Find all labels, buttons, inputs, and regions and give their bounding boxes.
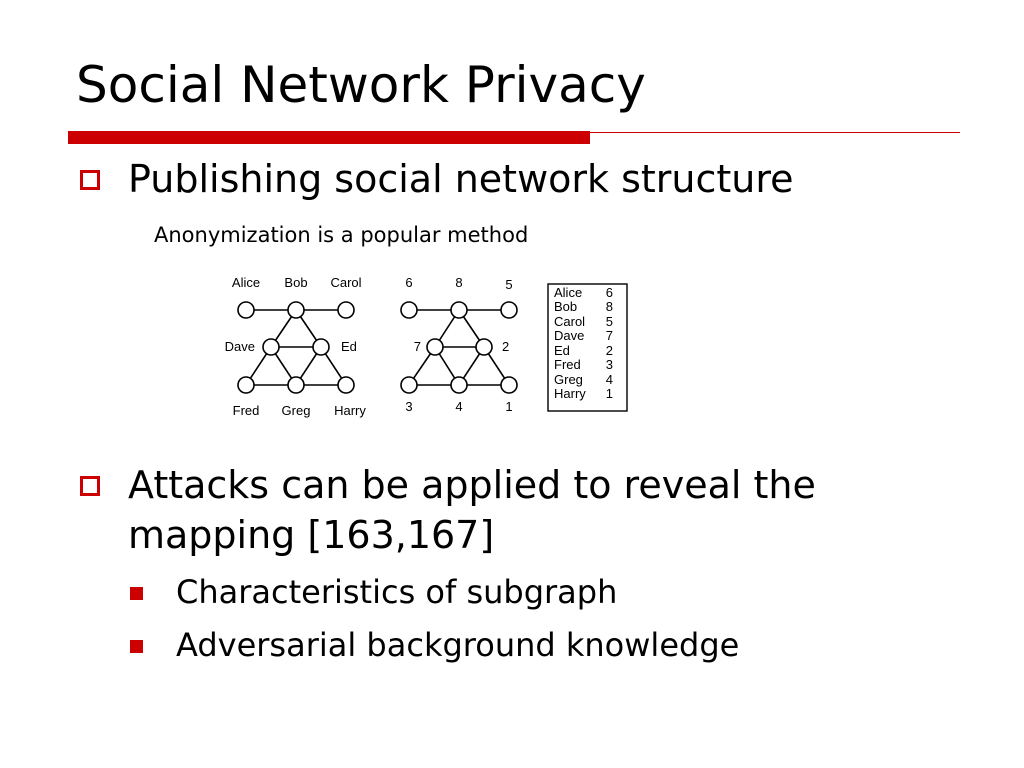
mapping-name: Harry [554,386,586,401]
anonymization-figure: Alice Bob Carol Dave Ed Fred Greg Harry … [225,275,628,418]
node-label: Carol [330,275,361,290]
graph-node [337,301,355,319]
graph-node [312,338,330,356]
graph-node [450,376,468,394]
mapping-name: Alice [554,285,582,300]
node-label: Fred [233,403,260,418]
title-underline-thick [68,131,590,144]
slide-title: Social Network Privacy [76,56,646,114]
graph-node [426,338,444,356]
graph-node [400,376,418,394]
anonymized-graph-labels: 6 8 5 7 2 3 4 1 [405,275,512,414]
mapping-name: Dave [554,328,584,343]
graph-node [262,338,280,356]
mapping-name: Bob [554,299,577,314]
graph-node [500,376,518,394]
node-label: 4 [455,399,462,414]
node-label: 7 [414,339,421,354]
mapping-id: 5 [606,314,613,329]
node-label: 5 [505,277,512,292]
subbullet-text: Adversarial background knowledge [176,626,740,664]
mapping-table: Alice 6 Bob 8 Carol 5 Dave 7 Ed 2 Fred 3… [554,285,613,401]
subbullet-text: Characteristics of subgraph [176,573,618,611]
mapping-id: 6 [606,285,613,300]
node-label: 8 [455,275,462,290]
anonymized-graph-edges [408,309,510,386]
mapping-name: Carol [554,314,585,329]
mapping-id: 3 [606,357,613,372]
graph-node [475,338,493,356]
node-label: 3 [405,399,412,414]
filled-square-bullet-icon [130,640,143,653]
subbullet-characteristics: Characteristics of subgraph [130,572,617,612]
bullet-text: Attacks can be applied to reveal the map… [128,463,816,557]
node-label: 1 [505,399,512,414]
filled-square-bullet-icon [130,587,143,600]
hollow-square-bullet-icon [80,476,100,496]
graph-node [287,376,305,394]
hollow-square-bullet-icon [80,170,100,190]
graph-node [450,301,468,319]
mapping-name: Ed [554,343,570,358]
title-underline-thin [590,132,960,133]
mapping-table-border [547,283,628,412]
node-label: Harry [334,403,366,418]
graph-node [237,376,255,394]
mapping-id: 7 [606,328,613,343]
mapping-id: 8 [606,299,613,314]
original-graph-labels: Alice Bob Carol Dave Ed Fred Greg Harry [225,275,367,418]
mapping-name: Fred [554,357,581,372]
node-label: Dave [225,339,255,354]
graph-node [287,301,305,319]
mapping-id: 1 [606,386,613,401]
bullet-publishing: Publishing social network structure [80,154,794,204]
mapping-name: Greg [554,372,583,387]
graph-node [500,301,518,319]
node-label: Greg [282,403,311,418]
bullet-attacks: Attacks can be applied to reveal the map… [80,460,920,560]
original-graph-edges [245,309,347,386]
mapping-id: 2 [606,343,613,358]
anonymized-graph-nodes [400,301,518,394]
bullet-text: Publishing social network structure [128,157,794,201]
node-label: 6 [405,275,412,290]
anonymization-note: Anonymization is a popular method [154,223,529,247]
graph-node [400,301,418,319]
graph-node [237,301,255,319]
node-label: Alice [232,275,260,290]
node-label: 2 [502,339,509,354]
node-label: Ed [341,339,357,354]
subbullet-adversarial: Adversarial background knowledge [130,625,739,665]
graph-node [337,376,355,394]
node-label: Bob [284,275,307,290]
mapping-id: 4 [606,372,613,387]
original-graph-nodes [237,301,355,394]
